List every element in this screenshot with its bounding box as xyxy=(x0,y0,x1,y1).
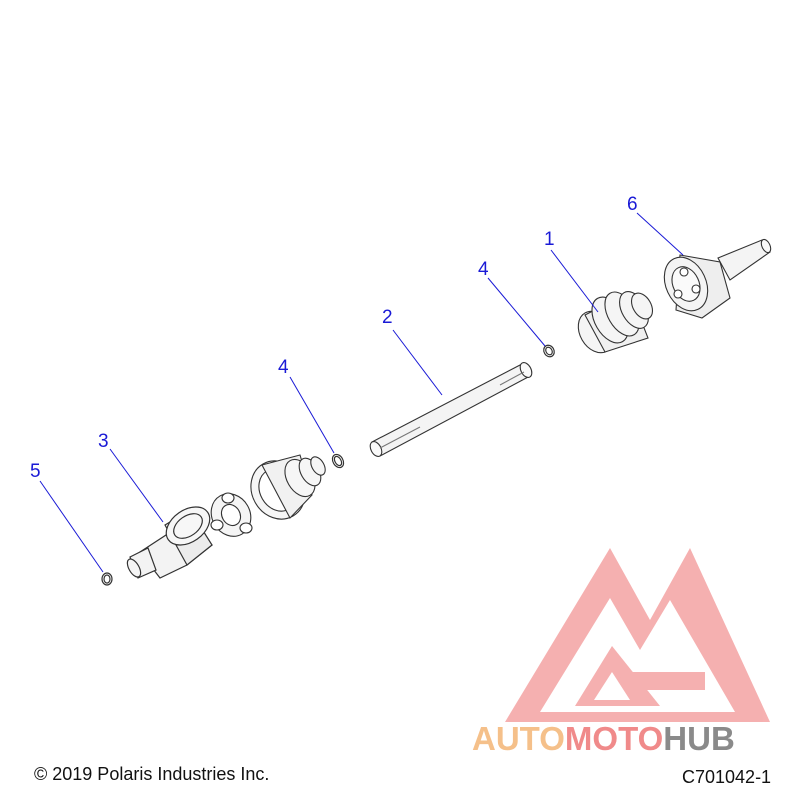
watermark-text: AUTOMOTOHUB xyxy=(472,720,735,758)
watermark-moto: MOTO xyxy=(564,720,664,757)
tripod-spider xyxy=(210,492,253,537)
figure-code: C701042-1 xyxy=(682,767,772,787)
watermark-hub: HUB xyxy=(663,720,735,757)
part-4-snap-ring-right xyxy=(543,344,555,358)
callout-3: 3 xyxy=(98,431,109,452)
callout-4-left: 4 xyxy=(278,357,289,378)
callout-2: 2 xyxy=(382,307,393,328)
part-6-outer-cv-joint xyxy=(663,238,772,319)
watermark-logo xyxy=(505,548,770,722)
callout-1: 1 xyxy=(544,229,555,250)
leader-5 xyxy=(39,480,104,573)
part-5-snap-ring xyxy=(101,572,113,586)
leader-4-right xyxy=(487,277,546,347)
part-1-outer-boot xyxy=(577,291,654,354)
copyright-text: © 2019 Polaris Industries Inc. xyxy=(34,764,270,784)
part-3-cv-housing xyxy=(126,506,213,579)
callout-6: 6 xyxy=(627,194,638,215)
leader-6 xyxy=(636,212,684,256)
leader-lines xyxy=(39,212,684,573)
part-4-snap-ring-left xyxy=(331,453,345,469)
leader-3 xyxy=(109,448,164,523)
part-2-axle-shaft xyxy=(369,362,533,457)
inner-boot xyxy=(250,454,326,520)
callout-5: 5 xyxy=(30,461,41,482)
callout-4-right: 4 xyxy=(478,259,489,280)
leader-4-left xyxy=(289,376,335,454)
leader-1 xyxy=(550,249,599,313)
leader-2 xyxy=(392,329,443,396)
watermark-auto: AUTO xyxy=(472,720,565,757)
